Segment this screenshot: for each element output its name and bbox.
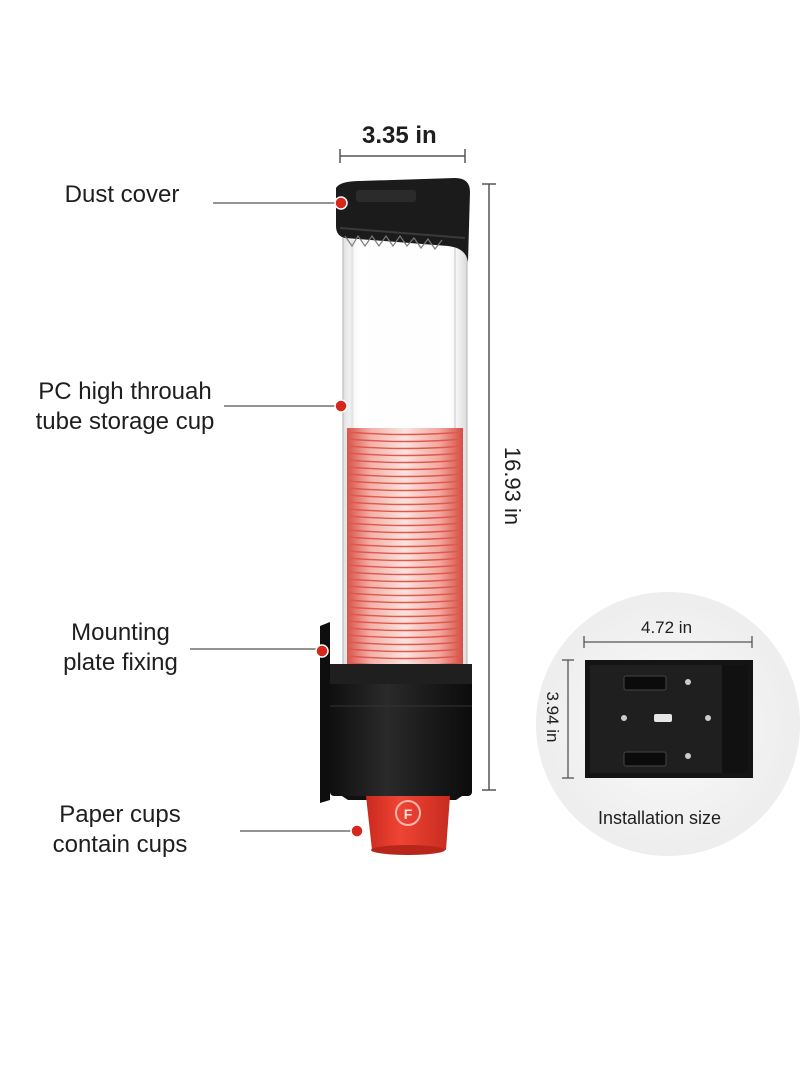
mounting-text-line1: Mounting (71, 619, 170, 646)
cup-rim-ring (347, 473, 463, 478)
inset-height-text: 3.94 in (543, 691, 562, 743)
dust-cover-cap (336, 178, 470, 262)
tube-text-line2: tube storage cup (35, 408, 215, 435)
height-dimension-line (482, 183, 496, 791)
cup-rim-ring (347, 585, 463, 590)
cup-rim-ring (347, 459, 463, 464)
cup-rim-ring (347, 620, 463, 625)
red-paper-cup: F (366, 796, 450, 855)
mounting-holder (320, 622, 472, 803)
mounting-text-line2: plate fixing (63, 649, 178, 676)
cup-rim-ring (347, 592, 463, 597)
cup-rim-ring (347, 613, 463, 618)
inset-caption: Installation size (598, 808, 722, 828)
cup-rim-ring (347, 571, 463, 576)
stacked-cups (347, 428, 463, 678)
cup-rim-ring (347, 501, 463, 506)
cup-rim-ring (347, 536, 463, 541)
cup-rim-ring (347, 487, 463, 492)
cup-rim-ring (347, 494, 463, 499)
tube-text-line1: PC high throuah (38, 378, 212, 405)
label-guide-lines (190, 202, 354, 832)
cup-rim-ring (347, 606, 463, 611)
cup-rim-ring (347, 557, 463, 562)
cup-rim-ring (347, 438, 463, 443)
marker-dots (315, 196, 364, 838)
dust-cover-text: Dust cover (64, 181, 180, 208)
cups-text-line2: contain cups (52, 831, 188, 858)
cup-rim-ring (347, 452, 463, 457)
label-paper-cups: Paper cups contain cups (40, 800, 200, 860)
installation-inset (536, 592, 800, 856)
cup-rim-ring (347, 543, 463, 548)
cups-text-line1: Paper cups (59, 801, 181, 828)
cup-rim-ring (347, 599, 463, 604)
cup-rim-ring (347, 578, 463, 583)
cup-rim-ring (347, 648, 463, 653)
cup-rim-ring (347, 515, 463, 520)
height-dimension-text: 16.93 in (500, 446, 525, 526)
cup-rim-ring (347, 522, 463, 527)
cup-rim-ring (347, 480, 463, 485)
cup-rim-ring (347, 431, 463, 436)
inset-width-text: 4.72 in (641, 618, 693, 637)
cup-rim-ring (347, 627, 463, 632)
cup-rim-ring (347, 529, 463, 534)
width-dimension-line (339, 149, 466, 163)
cup-rim-ring (347, 550, 463, 555)
label-mounting-plate: Mounting plate fixing (48, 618, 193, 678)
cup-rim-ring (347, 445, 463, 450)
cup-rim-ring (347, 641, 463, 646)
cup-rim-ring (347, 466, 463, 471)
cup-rim-ring (347, 634, 463, 639)
cup-rim-ring (347, 564, 463, 569)
svg-text:F: F (404, 806, 413, 822)
cup-rim-ring (347, 655, 463, 660)
label-dust-cover: Dust cover (52, 180, 192, 210)
label-storage-tube: PC high throuah tube storage cup (20, 377, 230, 437)
cup-rim-ring (347, 508, 463, 513)
width-dimension-text: 3.35 in (362, 122, 437, 149)
